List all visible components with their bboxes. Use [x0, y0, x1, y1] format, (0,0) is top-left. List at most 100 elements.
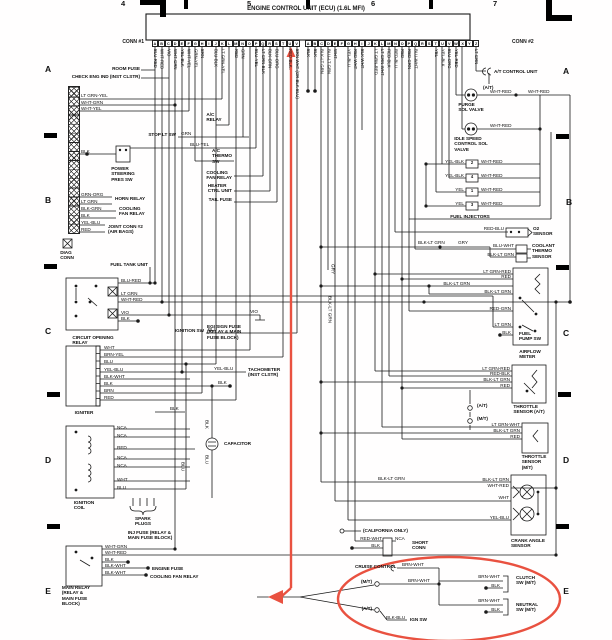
wire-blu-cap: BLU [204, 455, 210, 465]
wire-blk-ltgrn-af2: BLK-LT GRN [484, 289, 511, 294]
pin-v: V [293, 40, 300, 47]
pin-f: F [185, 40, 192, 47]
wire-label-a: BLU-RED [152, 49, 158, 68]
main-relay: MAIN RELAY (RELAY & MAIN FUSE BLOCK) [61, 585, 91, 607]
pin-c: C [318, 40, 325, 47]
pin-h: H [198, 40, 206, 47]
wire-wht-red-purge2: WHT-RED [528, 89, 550, 94]
wire-blk-ltgrn-vert: BLK-LT GRN [327, 296, 333, 324]
wire-vio-fuse: VIO [250, 309, 258, 314]
row-a-right: A [562, 66, 570, 76]
wire-label-k: LT GRN-YEL [220, 49, 226, 74]
idle-speed-sol-valve: IDLE SPEED CONTROL SOL VALVE [454, 136, 488, 152]
wire-label-i: BLK-WHT [359, 49, 365, 69]
coolant-thermo-sensor: COOLANT THERMO SENSOR [532, 243, 555, 259]
col-6: 6 [370, 0, 376, 8]
pin-z: Z [472, 40, 480, 47]
fuel-tank-unit: FUEL TANK UNIT [110, 262, 148, 267]
wire-yel-inj3: YEL [455, 201, 464, 206]
wire-red-blk-tat: RED-BLK [490, 371, 510, 376]
wire-yel-inj1: YEL [455, 187, 464, 192]
wire-grn-stop: GRN [181, 131, 192, 136]
pin-i: I [358, 40, 366, 47]
cooling-fan-relay-2: COOLING FAN RELAY [119, 206, 145, 217]
wire-blu-coil2: BLU [117, 485, 126, 490]
wire-label-k: LT GRN-RED [373, 49, 379, 75]
pin-f: F [338, 40, 346, 47]
pin-j: J [365, 40, 372, 47]
wire-wht-ca: WHT [498, 495, 509, 500]
pin-a: A [304, 40, 312, 47]
wire-brn-yel-igniter: BRN-YEL [104, 352, 124, 357]
wire-blu-ign: BLU [208, 327, 217, 332]
wire-label-r: BLK-GRN [267, 49, 273, 69]
wire-blk-clutch: BLK [491, 583, 500, 588]
pin-r: R [266, 40, 273, 47]
pin-e: E [178, 40, 186, 47]
wire-blk-neutral: BLK [491, 607, 500, 612]
wire-blk-wht-mr1: BLK-WHT [105, 563, 126, 568]
pin-k: K [219, 40, 226, 47]
wire-blk-ps: BLK [81, 149, 90, 154]
wire-brn-wht-neutral: BRN-WHT [478, 598, 500, 603]
highlight-trace [268, 47, 562, 640]
wire-label-m: RED [233, 49, 239, 59]
wire-blk-grn: BLK-GRN [81, 206, 102, 211]
pin-m: M [385, 40, 393, 47]
wire-gry: GRY [458, 240, 468, 245]
wire-blk-ltgrn-gry: BLK-LT GRN [418, 240, 445, 245]
wire-label-u: RED-BLK [287, 49, 293, 68]
wire-wht-red-cor: WHT-RED [121, 297, 143, 302]
engine-fuse: ENGINE FUSE [152, 566, 184, 571]
conn2-label: CONN #2 [512, 39, 534, 45]
wire-label-u: YEL-BLK [440, 49, 446, 67]
wire-red-tat: RED [500, 383, 510, 388]
crank-angle-sensor: CRANK ANGLE SENSOR [511, 538, 545, 549]
throttle-sensor-mt: THROTTLE SENSOR (M/T) [521, 454, 547, 470]
wire-blu-igniter: BLU [104, 359, 113, 364]
wire-blk-sc: BLK [371, 543, 380, 548]
wire-red-grn-af: RED-GRN [489, 306, 511, 311]
horn-relay: HORN RELAY [115, 196, 146, 201]
airflow-meter: AIRFLOW METER [519, 349, 541, 360]
wire-label-g: GRN-YEL [193, 49, 199, 69]
pin-i: I [205, 40, 213, 47]
wire-blk-cap: BLK [204, 420, 210, 429]
inj-fuse: INJ FUSE (RELAY & MAIN FUSE BLOCK) [127, 530, 173, 541]
wire-wht-igniter: WHT [104, 345, 115, 350]
pin-d: D [324, 40, 332, 47]
wire-wht-red-inj3: WHT-RED [481, 201, 503, 206]
wire-lt-grn-yel: LT GRN-YEL [81, 93, 108, 98]
wire-brn-wht-clutch: BRN-WHT [478, 574, 500, 579]
clutch-sw: CLUTCH SW (M/T) [516, 575, 536, 586]
cooling-fan-relay-3: COOLING FAN RELAY [150, 574, 199, 579]
wire-label-d: WHT-GRN [173, 49, 179, 70]
room-fuse: ROOM FUSE [112, 66, 140, 71]
injector-number-3: 3 [470, 202, 474, 207]
check-eng-ind: CHECK ENG IND (INST CLSTR) [71, 74, 140, 79]
pin-t: T [432, 40, 440, 47]
wire-blk-tach: BLK [218, 380, 227, 385]
wire-label-p: BLU-YEL [254, 49, 260, 67]
wire-label-n: GRN [240, 49, 246, 59]
wire-label-b: BLK [312, 49, 318, 58]
wire-label-o: RED [400, 49, 406, 59]
wire-blu-wht-ct: BLU-WHT [492, 243, 514, 248]
pin-d: D [171, 40, 179, 47]
injector-number-2: 2 [470, 160, 474, 165]
row-c-left: C [44, 326, 52, 336]
wire-blk-low: BLK [170, 406, 179, 411]
wire-ltgrn-red-af: LT GRN-RED [483, 269, 511, 274]
at-tag-bot: (A/T) [361, 606, 372, 611]
pin-x: X [459, 40, 467, 47]
egi-sign-fuse: EGI SIGN FUSE (RELAY & MAIN FUSE BLOCK) [207, 324, 242, 340]
wire-label-l: LT GRN-WHT [380, 49, 386, 76]
wire-blu-red-cor: BLU-RED [121, 278, 142, 283]
cruise-control: CRUISE CONTROL [355, 564, 397, 569]
conn1-label: CONN #1 [122, 39, 144, 45]
pin-h: H [351, 40, 359, 47]
injector-number-1: 1 [470, 188, 474, 193]
wire-label-j: BLU-BLK [213, 49, 219, 67]
